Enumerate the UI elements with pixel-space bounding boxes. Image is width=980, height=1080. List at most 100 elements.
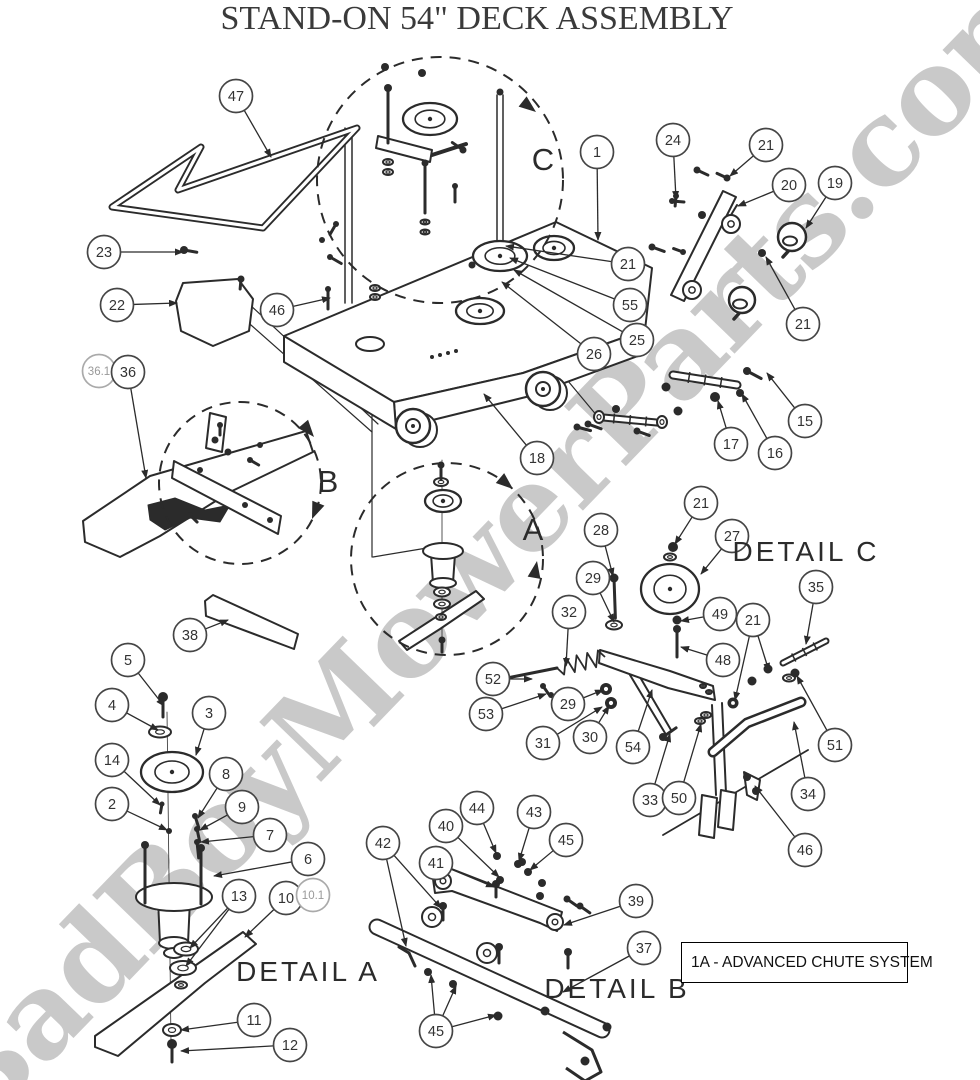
- washer-hole: [659, 419, 665, 426]
- tab-hole: [482, 948, 492, 958]
- flange: [422, 542, 464, 560]
- callout-circle: [619, 322, 655, 358]
- callout-21: 21: [733, 602, 771, 701]
- callout-circle: [110, 642, 146, 678]
- flange: [429, 577, 457, 589]
- pulley-groove: [484, 246, 516, 266]
- bolt-head: [180, 246, 188, 254]
- callout-circle: [748, 127, 784, 163]
- washer: [382, 168, 394, 176]
- bolt-head: [673, 625, 681, 633]
- callout-23: 23: [86, 234, 184, 270]
- nut: [319, 237, 325, 243]
- callout-leader: [766, 372, 796, 409]
- callout-16: 16: [741, 393, 793, 471]
- washer-hole: [167, 1026, 177, 1033]
- bolt-head: [167, 1039, 177, 1049]
- callout-42: 42: [365, 825, 442, 947]
- construction-line: [397, 945, 411, 955]
- callout-circle: [705, 642, 741, 678]
- callout-leader: [189, 907, 229, 949]
- bolt-head: [573, 423, 581, 431]
- callout-circle: [236, 1002, 272, 1038]
- callout-leader: [126, 810, 168, 831]
- callout-circle: [785, 306, 821, 342]
- callout-circle: [221, 878, 257, 914]
- bolt-head: [459, 146, 467, 154]
- callout-51: 51: [796, 675, 853, 763]
- nut-hole: [731, 701, 735, 705]
- callout-50: 50: [661, 723, 703, 816]
- callout-36: 36: [110, 354, 149, 479]
- callout-leader: [393, 854, 442, 909]
- callout-circle: [94, 786, 130, 822]
- callout-7: 7: [200, 817, 288, 853]
- rod-rib: [703, 374, 707, 386]
- nut: [242, 502, 248, 508]
- pulley-hub: [551, 245, 557, 251]
- callout-number: 52: [485, 672, 501, 688]
- callout-circle: [519, 440, 555, 476]
- callout-leader: [729, 155, 754, 177]
- washer-hole: [180, 945, 192, 953]
- washer: [162, 1023, 182, 1037]
- wheel-hub: [405, 418, 421, 434]
- callout-leader: [556, 706, 603, 735]
- callout-number: 47: [228, 89, 244, 105]
- callout-circle: [583, 512, 619, 548]
- bolt-head: [141, 841, 149, 849]
- callout-9: 9: [199, 789, 260, 831]
- callout-43: 43: [516, 794, 552, 862]
- callout-leader: [599, 592, 615, 623]
- callout-number: 46: [269, 303, 285, 319]
- nut: [496, 876, 504, 884]
- callout-circle: [610, 246, 646, 282]
- callout-number: 49: [712, 607, 728, 623]
- nut: [438, 353, 442, 357]
- callout-leader: [197, 787, 218, 819]
- nut: [454, 349, 458, 353]
- nut-hole: [603, 686, 609, 692]
- callout-number: 10.1: [302, 890, 324, 902]
- zone-letter: B: [318, 464, 339, 499]
- advanced-chute-note-box: 1A - ADVANCED CHUTE SYSTEM: [681, 942, 933, 983]
- rod-rib: [628, 414, 632, 426]
- callout-29: 29: [575, 560, 615, 623]
- callout-circle: [661, 780, 697, 816]
- bolt-head: [384, 84, 392, 92]
- callout-circle: [428, 808, 464, 844]
- nut: [211, 436, 219, 444]
- callout-number: 12: [282, 1038, 298, 1054]
- bolt-head: [633, 427, 641, 435]
- bolt-head: [187, 512, 193, 518]
- washer-hole: [422, 220, 428, 224]
- washer: [382, 158, 394, 166]
- callout-circle: [252, 817, 288, 853]
- lever-54: [598, 649, 716, 701]
- callout-leader: [683, 723, 703, 783]
- nut-hole: [608, 700, 614, 706]
- callout-circle: [575, 560, 611, 596]
- bolt-head: [563, 895, 571, 903]
- callout-number: 29: [585, 571, 601, 587]
- callout-number: 8: [222, 767, 230, 783]
- callout-41: 41: [418, 845, 495, 888]
- detail-circle-arrow: [312, 500, 325, 519]
- callout-leader: [562, 955, 630, 993]
- callout-number: 9: [238, 800, 246, 816]
- callout-circle: [191, 695, 227, 731]
- washer-hole: [666, 554, 673, 559]
- bolt-head: [452, 183, 458, 189]
- callout-leader: [180, 1021, 238, 1033]
- callout-3: 3: [191, 695, 227, 756]
- detail-circle: [316, 56, 564, 304]
- callout-circle: [468, 696, 504, 732]
- rod-rib: [801, 647, 808, 657]
- tab-ring: [682, 280, 702, 300]
- callout-leader: [195, 728, 205, 756]
- pulley-groove: [542, 240, 566, 256]
- callout-leader: [428, 974, 436, 1015]
- callout-leader: [803, 603, 814, 645]
- callout-number: 17: [723, 437, 739, 453]
- callout-number: 1: [593, 145, 601, 161]
